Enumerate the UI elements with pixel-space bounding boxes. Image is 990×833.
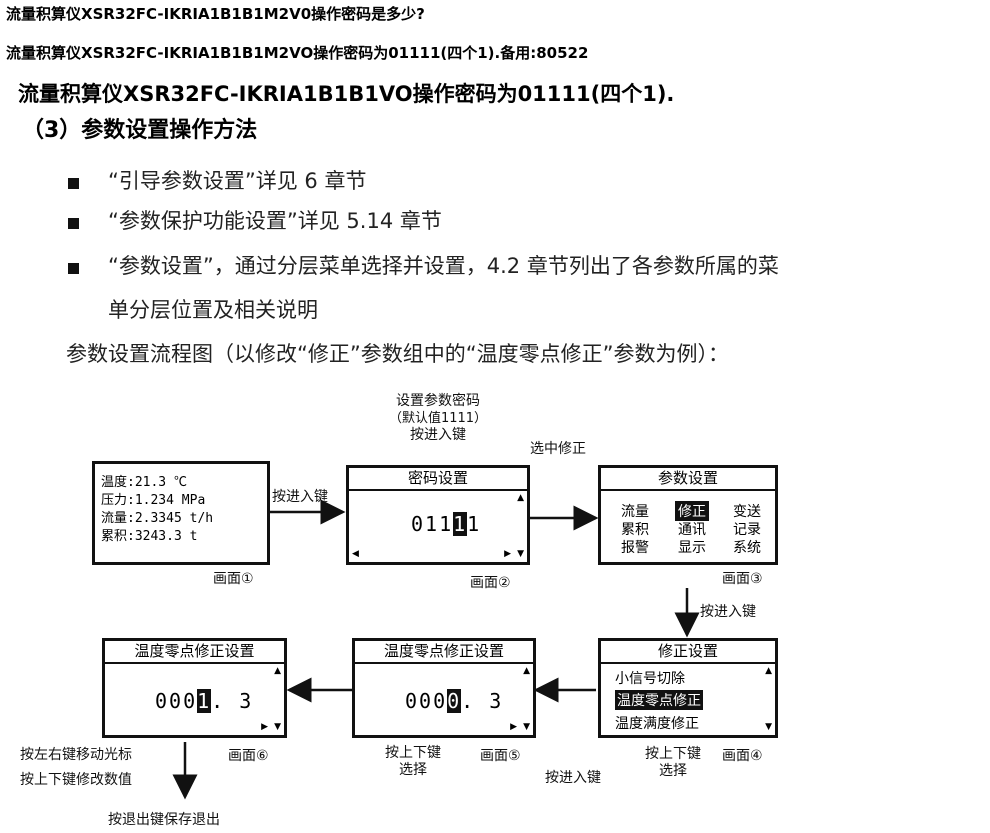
screen-6-zero-correction-edit: 温度零点修正设置 ▲ 0001. 3 ▶ ▼: [102, 638, 287, 738]
screen-5-title: 温度零点修正设置: [355, 641, 533, 664]
screen-1-main-display: 温度:21.3 ℃ 压力:1.234 MPa 流量:2.3345 t/h 累积:…: [92, 461, 270, 565]
up-icon: ▲: [523, 666, 530, 676]
password-value: 01111: [411, 512, 482, 536]
screen-5-note: 按上下键 选择: [385, 745, 441, 778]
down-icon: ▼: [765, 722, 772, 732]
screen-4-title: 修正设置: [601, 641, 775, 664]
zero-correction-edit-value: 0001. 3: [155, 689, 254, 713]
section-title: （3）参数设置操作方法: [22, 118, 258, 143]
enter-key-note-1: 按进入键: [272, 489, 328, 505]
enter-key-note-3: 按进入键: [545, 770, 601, 786]
down-icon: ▼: [523, 722, 530, 732]
question-3: 流量积算仪XSR32FC-IKRIA1B1B1VO操作密码为01111(四个1)…: [18, 82, 675, 106]
value-cursor: 0: [447, 689, 462, 713]
screen-2-password: 密码设置 ▲ 01111 ◀ ▶ ▼: [346, 465, 530, 565]
screen-4-note: 按上下键 选择: [645, 746, 701, 779]
zero-correction-value: 0000. 3: [405, 689, 504, 713]
screen-2-title: 密码设置: [349, 468, 527, 491]
right-icon: ▶: [261, 722, 268, 732]
screen-3-title: 参数设置: [601, 468, 775, 491]
password-note: 设置参数密码 （默认值1111） 按进入键: [388, 393, 488, 443]
exit-save-note: 按退出键保存退出: [108, 812, 220, 828]
screen-6-note: 按左右键移动光标 按上下键修改数值: [20, 747, 132, 788]
screen-2-caption: 画面②: [470, 575, 511, 591]
screen-3-caption: 画面③: [722, 571, 763, 587]
password-cursor: 1: [453, 512, 468, 536]
flowchart-intro: 参数设置流程图（以修改“修正”参数组中的“温度零点修正”参数为例）：: [66, 342, 730, 366]
screen-4-correction-menu: 修正设置 小信号切除 温度零点修正 温度满度修正 ▲ ▼: [598, 638, 778, 738]
menu-item-selected: 修正: [675, 501, 709, 521]
bullet-text-3-continued: 单分层位置及相关说明: [108, 298, 318, 322]
bullet-square-icon: [68, 263, 79, 274]
screen-3-parameter-menu: 参数设置 流量 修正 变送 累积 通讯 记录 报警 显示 系统: [598, 465, 778, 565]
menu-item-selected: 温度零点修正: [615, 690, 703, 710]
right-icon: ▶: [510, 722, 517, 732]
screen-6-title: 温度零点修正设置: [105, 641, 284, 664]
bullet-text-2: “参数保护功能设置”详见 5.14 章节: [108, 209, 442, 233]
screen-6-caption: 画面⑥: [228, 748, 269, 764]
screen-4-caption: 画面④: [722, 748, 763, 764]
up-icon: ▲: [274, 666, 281, 676]
screen-5-zero-correction: 温度零点修正设置 ▲ 0000. 3 ▶ ▼: [352, 638, 536, 738]
bullet-square-icon: [68, 218, 79, 229]
bullet-text-3: “参数设置”，通过分层菜单选择并设置，4.2 章节列出了各参数所属的菜: [108, 254, 779, 278]
select-correction-note: 选中修正: [530, 441, 586, 457]
down-icon: ▼: [517, 549, 524, 559]
down-icon: ▼: [274, 722, 281, 732]
value-cursor: 1: [197, 689, 212, 713]
screen-5-caption: 画面⑤: [480, 748, 521, 764]
bullet-square-icon: [68, 178, 79, 189]
bullet-text-1: “引导参数设置”详见 6 章节: [108, 169, 367, 193]
screen-1-caption: 画面①: [213, 571, 254, 587]
enter-key-note-2: 按进入键: [700, 604, 756, 620]
question-2: 流量积算仪XSR32FC-IKRIA1B1B1M2VO操作密码为01111(四个…: [6, 44, 589, 62]
up-icon: ▲: [517, 493, 524, 503]
left-icon: ◀: [352, 549, 359, 559]
up-icon: ▲: [765, 666, 772, 676]
right-icon: ▶: [504, 549, 511, 559]
question-1: 流量积算仪XSR32FC-IKRIA1B1B1M2V0操作密码是多少?: [6, 5, 425, 23]
